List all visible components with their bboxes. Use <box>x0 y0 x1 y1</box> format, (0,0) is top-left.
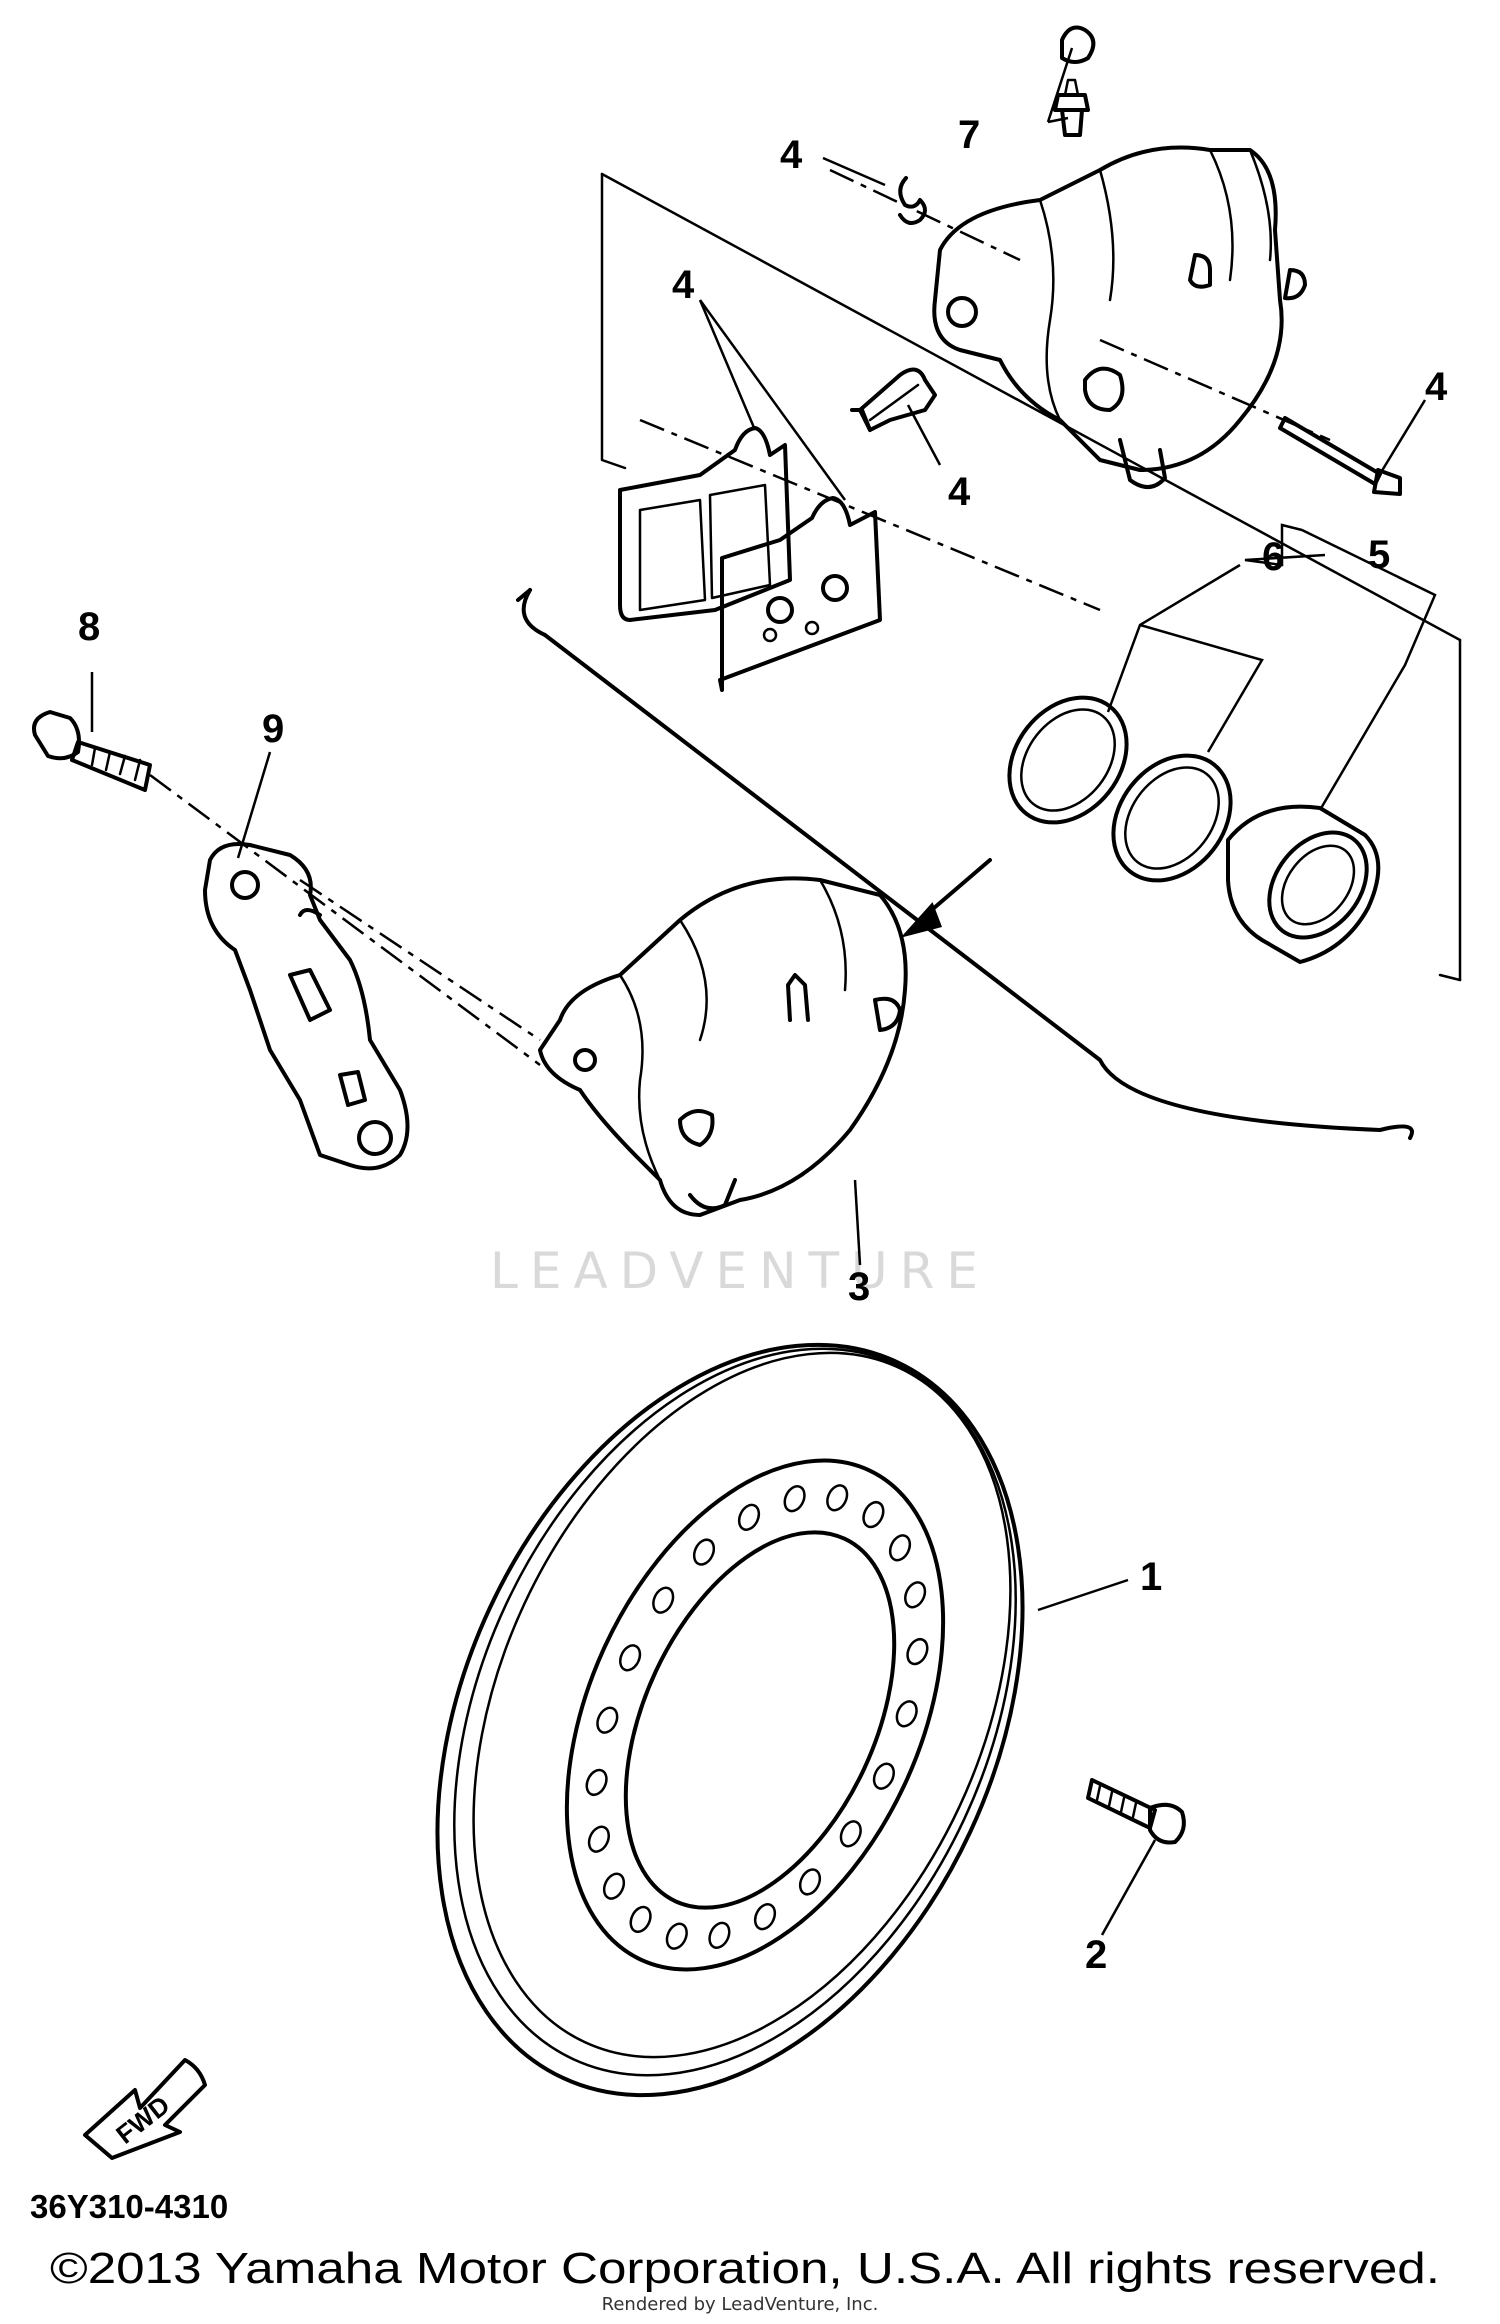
assembly-arrow-icon <box>900 858 992 938</box>
caliper-icon <box>538 876 908 1217</box>
callout-1: 1 <box>1140 1555 1162 1599</box>
pad-spring-icon <box>850 367 937 432</box>
callout-4-pads: 4 <box>672 263 695 307</box>
seal-ring-icon <box>1111 753 1233 883</box>
callout-4-bolt: 4 <box>1425 365 1448 409</box>
callout-9: 9 <box>262 707 284 751</box>
rendered-by-text: Rendered by LeadVenture, Inc. <box>602 2294 879 2315</box>
caliper-icon <box>932 145 1307 489</box>
callout-8: 8 <box>78 605 100 649</box>
diagram-code: 36Y310-4310 <box>30 2188 228 2225</box>
disc-hole <box>602 1872 626 1900</box>
disc-hole <box>895 1700 918 1728</box>
disc-holes <box>585 1484 929 1950</box>
copyright-text: ©2013 Yamaha Motor Corporation, U.S.A. A… <box>50 2244 1440 2293</box>
callout-6: 6 <box>1262 535 1284 579</box>
brake-pad-icon <box>618 426 792 622</box>
leader-lines <box>90 47 1437 1936</box>
disc-hole <box>888 1534 912 1562</box>
disc-hole <box>737 1503 761 1531</box>
fwd-label: FWD <box>110 2090 175 2150</box>
callout-4-clip: 4 <box>780 133 803 177</box>
bracket-icon <box>203 842 410 1171</box>
disc-hole <box>652 1586 675 1614</box>
bolt-icon <box>1278 416 1402 496</box>
disc-hole <box>708 1921 731 1949</box>
disc-hole <box>906 1637 929 1666</box>
bolt-icon <box>32 710 152 792</box>
disc-hole <box>587 1825 610 1853</box>
disc-hole <box>596 1706 619 1734</box>
piston-icon <box>1226 804 1381 964</box>
disc-hole <box>839 1820 862 1848</box>
disc-hole <box>753 1903 777 1931</box>
brake-disc-icon <box>435 1342 1025 2098</box>
disc-hole <box>692 1538 716 1566</box>
disc-hole <box>783 1485 806 1513</box>
exploded-frame <box>516 172 1462 1140</box>
disc-hole <box>585 1768 608 1797</box>
bolt-icon <box>1086 1778 1186 1845</box>
disc-hole <box>619 1644 642 1672</box>
disc-hole <box>862 1500 885 1529</box>
callout-4-spring: 4 <box>948 470 971 514</box>
fwd-arrow-icon: FWD <box>83 2058 207 2160</box>
brake-pad-icon <box>718 496 882 692</box>
callout-5: 5 <box>1368 533 1390 577</box>
callout-3: 3 <box>848 1265 870 1309</box>
watermark-text: LEADVENTURE <box>490 1242 990 1300</box>
callout-2: 2 <box>1085 1933 1107 1977</box>
callout-7: 7 <box>958 113 980 157</box>
disc-hole <box>629 1905 652 1934</box>
disc-hole <box>904 1581 927 1609</box>
disc-hole <box>872 1762 895 1790</box>
bleed-screw-icon <box>1053 25 1096 137</box>
disc-hole <box>826 1484 849 1512</box>
disc-hole <box>798 1868 822 1896</box>
disc-hole <box>665 1922 688 1950</box>
clip-icon <box>898 176 927 226</box>
